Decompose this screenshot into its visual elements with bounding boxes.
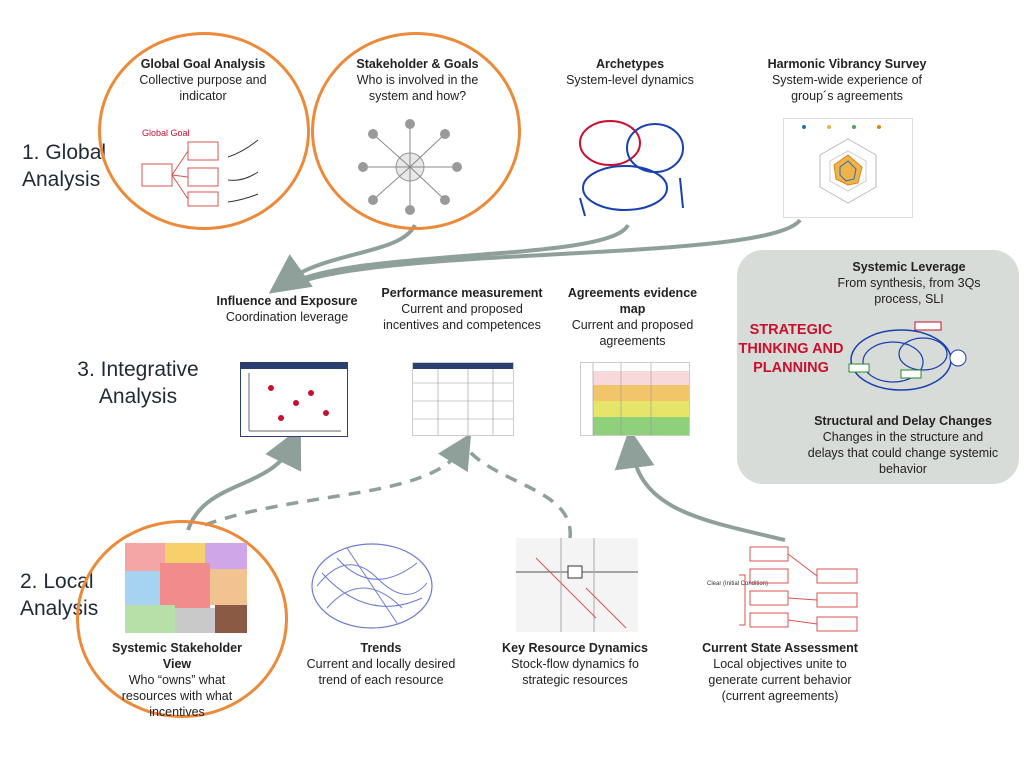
node-desc: System-wide experience of group´s agreem… xyxy=(771,73,923,103)
trends-thumbnail xyxy=(307,538,437,632)
node-desc: Coordination leverage xyxy=(225,310,349,324)
agreements-evidence-thumbnail xyxy=(580,362,690,436)
node-systemic-stakeholder-view: Systemic Stakeholder View Who “owns” wha… xyxy=(102,640,252,720)
node-title: Harmonic Vibrancy Survey xyxy=(767,57,927,71)
node-archetypes: Archetypes System-level dynamics xyxy=(555,56,705,88)
node-title: Performance measurement xyxy=(381,286,543,300)
node-desc: Current and proposed incentives and comp… xyxy=(383,302,541,332)
influence-exposure-thumbnail xyxy=(240,362,348,437)
node-desc: Stock-flow dynamics fo strategic resourc… xyxy=(511,657,639,687)
strategic-thinking-label: STRATEGIC THINKING AND PLANNING xyxy=(738,322,844,376)
node-performance-measurement: Performance measurement Current and prop… xyxy=(373,285,551,333)
leverage-diagram-thumbnail xyxy=(843,318,971,398)
node-stakeholder-goals: Stakeholder & Goals Who is involved in t… xyxy=(335,56,500,104)
archetypes-thumbnail xyxy=(565,108,695,220)
node-desc: Who “owns” what resources with what ince… xyxy=(121,673,233,719)
highlight-ring-stakeholder-goals xyxy=(311,32,521,230)
systemic-leverage-header: Systemic Leverage From synthesis, from 3… xyxy=(820,259,998,307)
node-title: Influence and Exposure xyxy=(216,294,358,308)
node-trends: Trends Current and locally desired trend… xyxy=(295,640,467,688)
structural-delay-title: Structural and Delay Changes xyxy=(814,414,992,428)
node-harmonic-vibrancy-survey: Harmonic Vibrancy Survey System-wide exp… xyxy=(742,56,952,104)
highlight-ring-global-goal xyxy=(98,32,310,230)
node-influence-exposure: Influence and Exposure Coordination leve… xyxy=(213,293,361,325)
node-title: Archetypes xyxy=(595,57,665,71)
node-desc: Collective purpose and indicator xyxy=(139,73,267,103)
structural-delay-changes: Structural and Delay Changes Changes in … xyxy=(793,413,1013,477)
node-title: Agreements evidence map xyxy=(567,286,698,316)
node-desc: Local objectives unite to generate curre… xyxy=(708,657,852,703)
arrow-assessment-to-agreements xyxy=(614,428,786,542)
section-title-integrative: 3. Integrative Analysis xyxy=(77,358,199,408)
node-key-resource-dynamics: Key Resource Dynamics Stock-flow dynamic… xyxy=(495,640,655,688)
structural-delay-desc: Changes in the structure and delays that… xyxy=(807,430,999,476)
node-title: Key Resource Dynamics xyxy=(502,641,648,655)
performance-measurement-thumbnail xyxy=(412,362,514,436)
node-agreements-evidence-map: Agreements evidence map Current and prop… xyxy=(560,285,705,349)
node-desc: Current and proposed agreements xyxy=(571,318,694,348)
current-state-thumbnail: Clear (Initial Condition) xyxy=(705,545,861,637)
arrow-survey-to-influence xyxy=(291,218,802,287)
arrow-stakeholder-view-to-influence xyxy=(186,427,302,531)
key-resource-thumbnail xyxy=(516,538,638,632)
node-desc: Current and locally desired trend of eac… xyxy=(306,657,456,687)
node-title: Global Goal Analysis xyxy=(140,57,266,71)
arrow-trends-to-performance xyxy=(204,433,472,527)
arrow-resource-to-performance xyxy=(466,448,572,539)
node-desc: Who is involved in the system and how? xyxy=(356,73,479,103)
section-title-global: 1. Global Analysis xyxy=(22,141,107,191)
current-state-thumb-label: Clear (Initial Condition) xyxy=(707,581,768,587)
node-global-goal-analysis: Global Goal Analysis Collective purpose … xyxy=(118,56,288,104)
node-title: Trends xyxy=(360,641,402,655)
arrow-archetypes-to-influence xyxy=(289,223,630,286)
node-title: Stakeholder & Goals xyxy=(356,57,479,71)
systemic-stakeholder-thumbnail xyxy=(125,543,247,633)
harmonic-vibrancy-thumbnail xyxy=(783,118,913,218)
systemic-leverage-panel xyxy=(737,250,1019,484)
highlight-ring-systemic-stakeholder xyxy=(76,520,288,718)
node-current-state-assessment: Current State Assessment Local objective… xyxy=(675,640,885,704)
node-title: Systemic Stakeholder View xyxy=(112,641,242,671)
arrow-stakeholder-to-influence xyxy=(268,223,417,294)
systemic-leverage-title: Systemic Leverage xyxy=(852,260,966,274)
systemic-leverage-desc: From synthesis, from 3Qs process, SLI xyxy=(837,276,981,306)
node-desc: System-level dynamics xyxy=(566,73,694,87)
node-title: Current State Assessment xyxy=(702,641,858,655)
